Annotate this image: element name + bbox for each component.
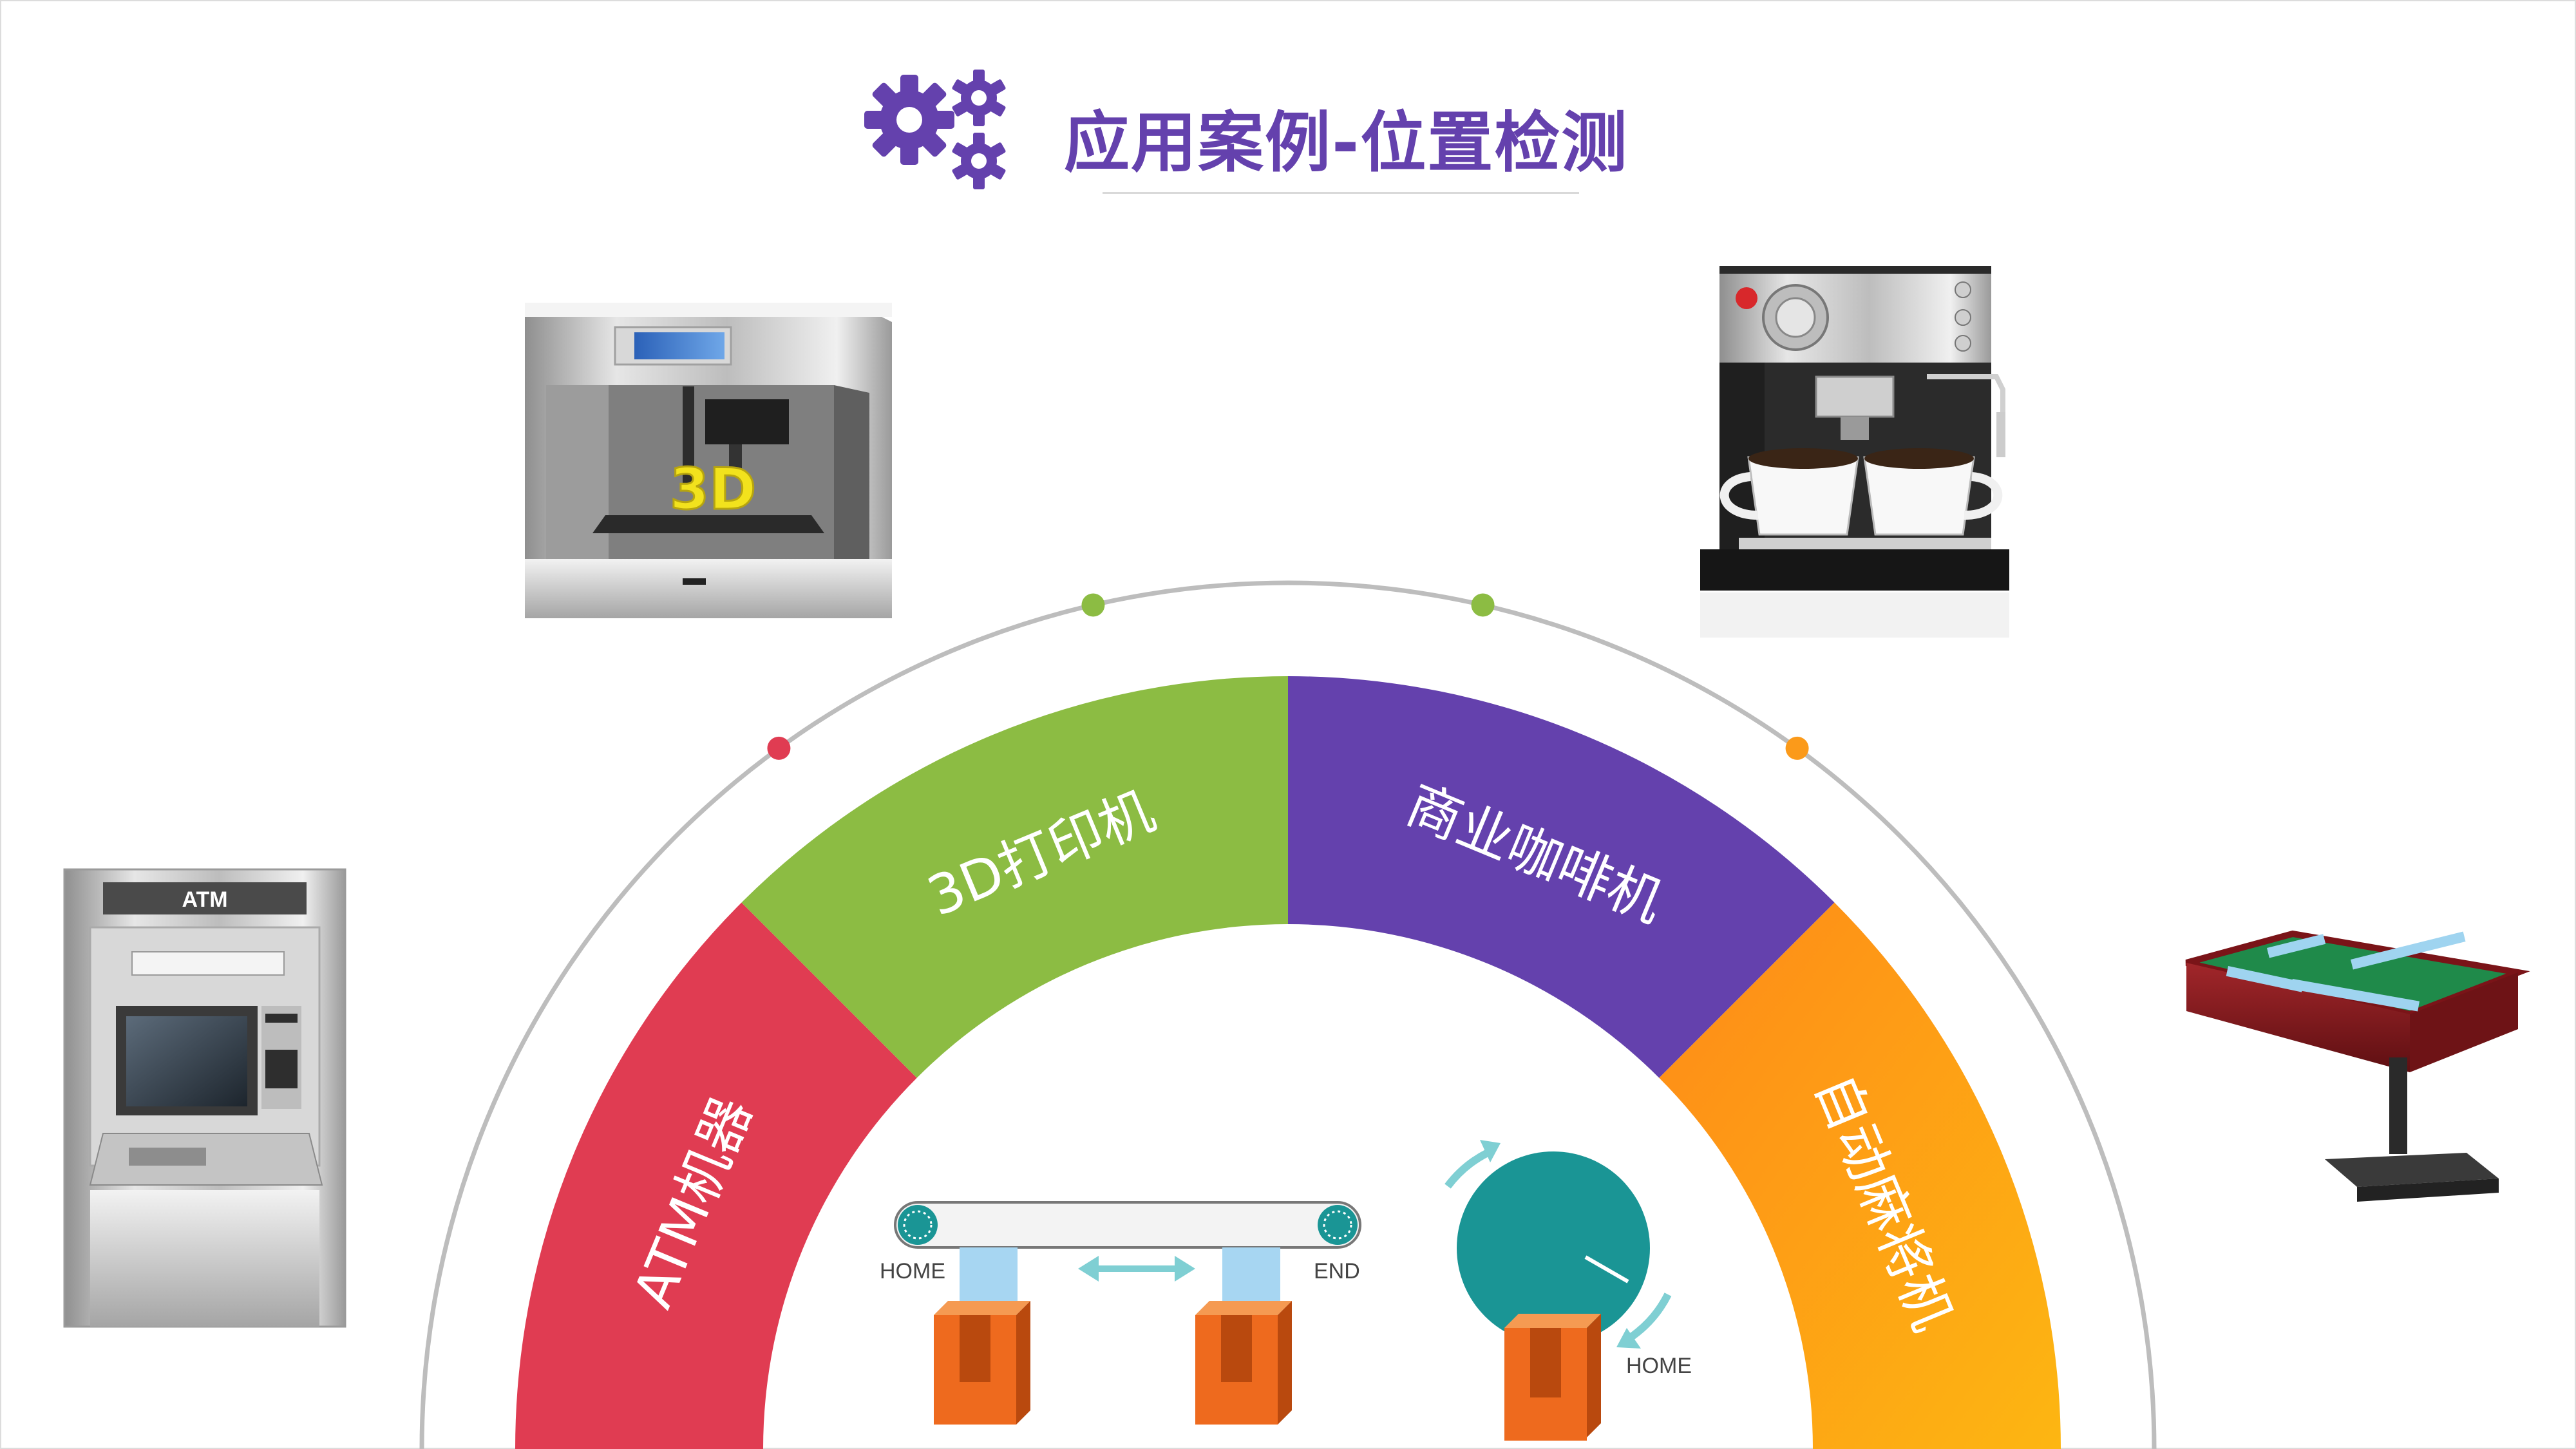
page-title: 应用案例-位置检测 (1064, 105, 1629, 182)
linear-end-label: END (1314, 1259, 1360, 1283)
coffee-machine-image (1700, 266, 2009, 638)
home-u-sensor (934, 1301, 1030, 1425)
rotor-flag (1584, 1255, 1629, 1283)
right-pulley-icon (1318, 1205, 1358, 1245)
outer-thin-arc (419, 580, 2157, 1449)
ring-segment-coffee-machine (1288, 676, 1835, 1078)
coffee-cup-left-icon (1719, 448, 1859, 536)
left-pulley-icon (898, 1205, 938, 1245)
rotary-u-sensor (1504, 1314, 1601, 1441)
linear-home-label: HOME (880, 1259, 945, 1283)
title-underline (1103, 192, 1579, 194)
rotation-arrow-top-head (1480, 1140, 1501, 1162)
ring-segment-mahjong-machine (1659, 902, 2061, 1449)
arc-dot (1471, 593, 1495, 617)
ring-segment-atm (515, 902, 917, 1449)
conveyor-belt (894, 1201, 1361, 1249)
atm-image: ATM (63, 868, 346, 1328)
printer-label: 3D (670, 456, 756, 522)
end-u-sensor (1195, 1301, 1292, 1425)
linear-detection-diagram (894, 1201, 1361, 1425)
rotation-arrow-bottom-head (1616, 1328, 1641, 1349)
mahjong-machine-image (2185, 930, 2530, 1202)
rotor-disc (1457, 1151, 1650, 1345)
double-arrow-icon (1078, 1256, 1195, 1282)
3d-printer-image: 3D (525, 303, 892, 618)
arc-dot (1785, 736, 1809, 760)
segment-ring (515, 676, 2061, 1449)
atm-sign: ATM (182, 887, 227, 912)
rotary-home-label: HOME (1626, 1354, 1692, 1378)
rotation-arrow-bottom-icon (1627, 1293, 1672, 1341)
coffee-cup-right-icon (1863, 448, 2003, 536)
arc-dot (767, 736, 791, 760)
gear-icon (864, 70, 1006, 189)
arc-dot (1081, 593, 1105, 617)
ring-segment-3d-printer (741, 676, 1288, 1078)
arc-dots (767, 593, 1809, 760)
rotary-detection-diagram (1444, 1140, 1672, 1441)
rotation-arrow-top-icon (1444, 1149, 1490, 1189)
